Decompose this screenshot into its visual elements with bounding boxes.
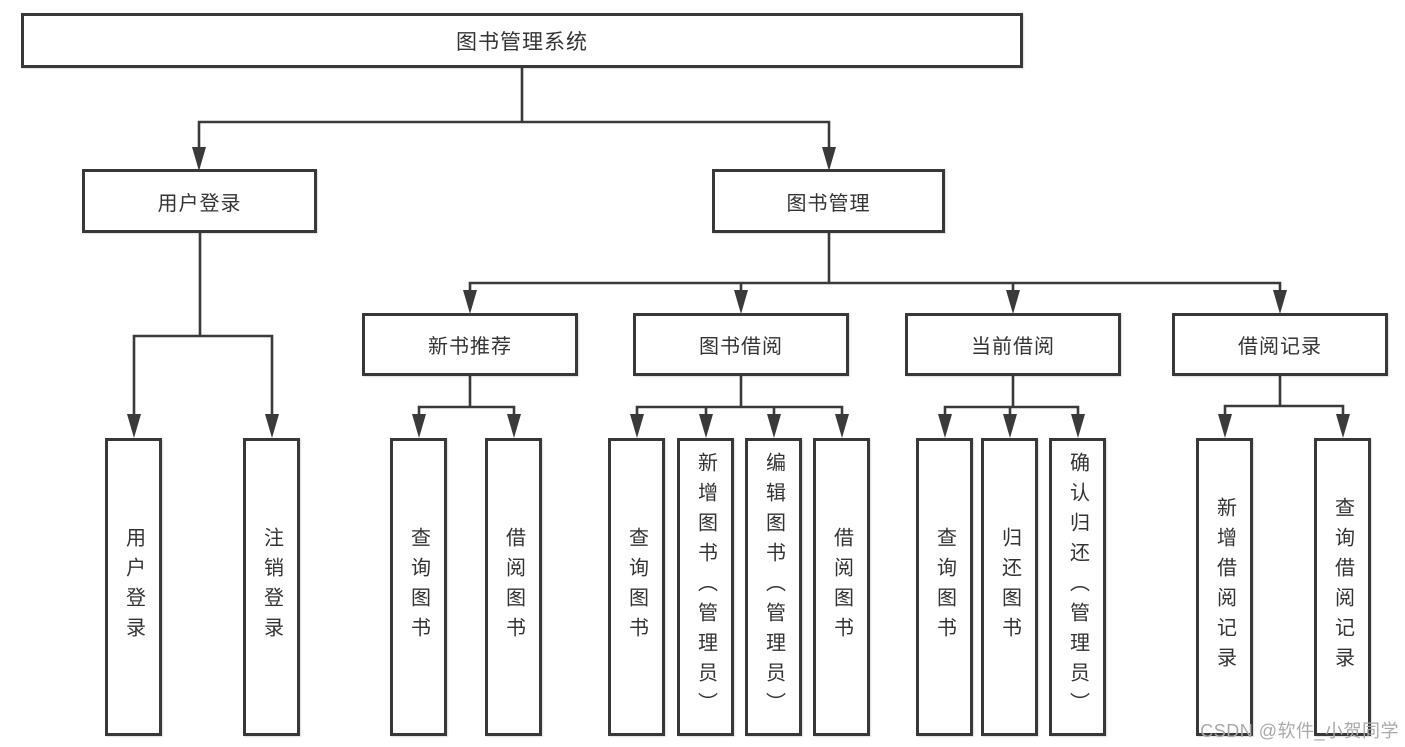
leaf-return-books: 归还图书 — [981, 438, 1038, 736]
node-label: 当前借阅 — [971, 336, 1055, 358]
node-label: 借阅记录 — [1238, 336, 1322, 358]
connector-book-management-to-level3 — [463, 233, 1287, 314]
node-book-borrow: 图书借阅 — [633, 313, 849, 376]
connector-book-borrow-to-leaves — [630, 376, 849, 438]
leaf-label: 注销登录 — [260, 527, 283, 647]
leaf-add-borrow-record: 新增借阅记录 — [1196, 438, 1253, 736]
leaf-borrow-books-recommend: 借阅图书 — [485, 438, 542, 736]
leaf-label: 用户登录 — [122, 527, 145, 647]
leaf-query-books-recommend: 查询图书 — [390, 438, 447, 736]
leaf-query-books-current: 查询图书 — [916, 438, 973, 736]
node-borrow-record: 借阅记录 — [1172, 313, 1388, 376]
leaf-logout-login: 注销登录 — [243, 438, 300, 736]
node-label: 图书借阅 — [699, 336, 783, 358]
leaf-label: 新增图书（管理员） — [694, 452, 717, 722]
connector-user-login-to-leaves — [127, 233, 279, 438]
leaf-label: 查询图书 — [625, 527, 648, 647]
node-label: 图书管理 — [786, 192, 871, 215]
leaf-label: 借阅图书 — [830, 527, 853, 647]
node-book-management: 图书管理 — [712, 169, 945, 233]
node-label: 新书推荐 — [428, 336, 512, 358]
node-label: 用户登录 — [157, 192, 242, 215]
leaf-query-books-borrow: 查询图书 — [608, 438, 665, 736]
leaf-label: 归还图书 — [998, 527, 1021, 647]
leaf-label: 查询借阅记录 — [1331, 497, 1354, 677]
leaf-label: 借阅图书 — [502, 527, 525, 647]
connector-borrow-record-to-leaves — [1218, 376, 1350, 438]
leaf-user-login: 用户登录 — [105, 438, 162, 736]
leaf-label: 编辑图书（管理员） — [762, 452, 785, 722]
leaf-label: 确认归还（管理员） — [1066, 452, 1089, 722]
node-new-book-recommend: 新书推荐 — [362, 313, 578, 376]
connector-root-to-level2 — [192, 68, 836, 171]
connector-current-borrow-to-leaves — [938, 376, 1085, 438]
node-current-borrow: 当前借阅 — [905, 313, 1121, 376]
node-library-management-system: 图书管理系统 — [21, 13, 1023, 68]
leaf-confirm-return-admin: 确认归还（管理员） — [1049, 438, 1106, 736]
leaf-label: 新增借阅记录 — [1213, 497, 1236, 677]
leaf-query-borrow-record: 查询借阅记录 — [1314, 438, 1371, 736]
leaf-borrow-books-borrow: 借阅图书 — [813, 438, 870, 736]
node-user-login: 用户登录 — [82, 169, 317, 233]
leaf-label: 查询图书 — [933, 527, 956, 647]
leaf-add-books-admin: 新增图书（管理员） — [677, 438, 734, 736]
node-label: 图书管理系统 — [456, 30, 588, 54]
connector-new-book-recommend-to-leaves — [412, 376, 521, 438]
csdn-watermark: CSDN @软件_小贺同学 — [1200, 721, 1399, 741]
leaf-edit-books-admin: 编辑图书（管理员） — [745, 438, 802, 736]
leaf-label: 查询图书 — [407, 527, 430, 647]
